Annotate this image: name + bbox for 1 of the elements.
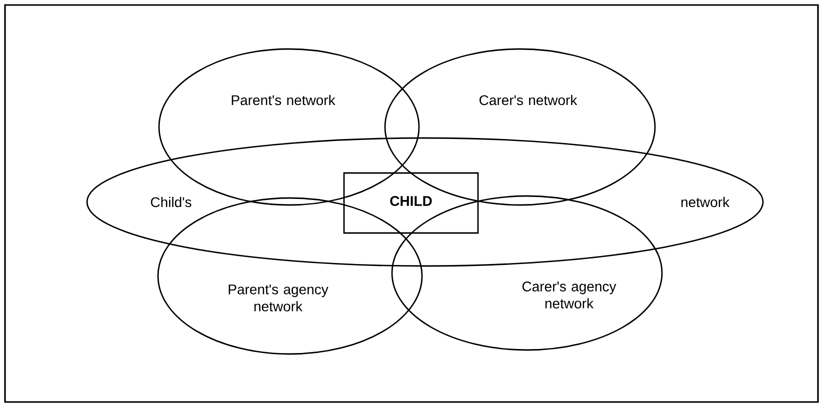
child-box: CHILD bbox=[343, 172, 479, 234]
